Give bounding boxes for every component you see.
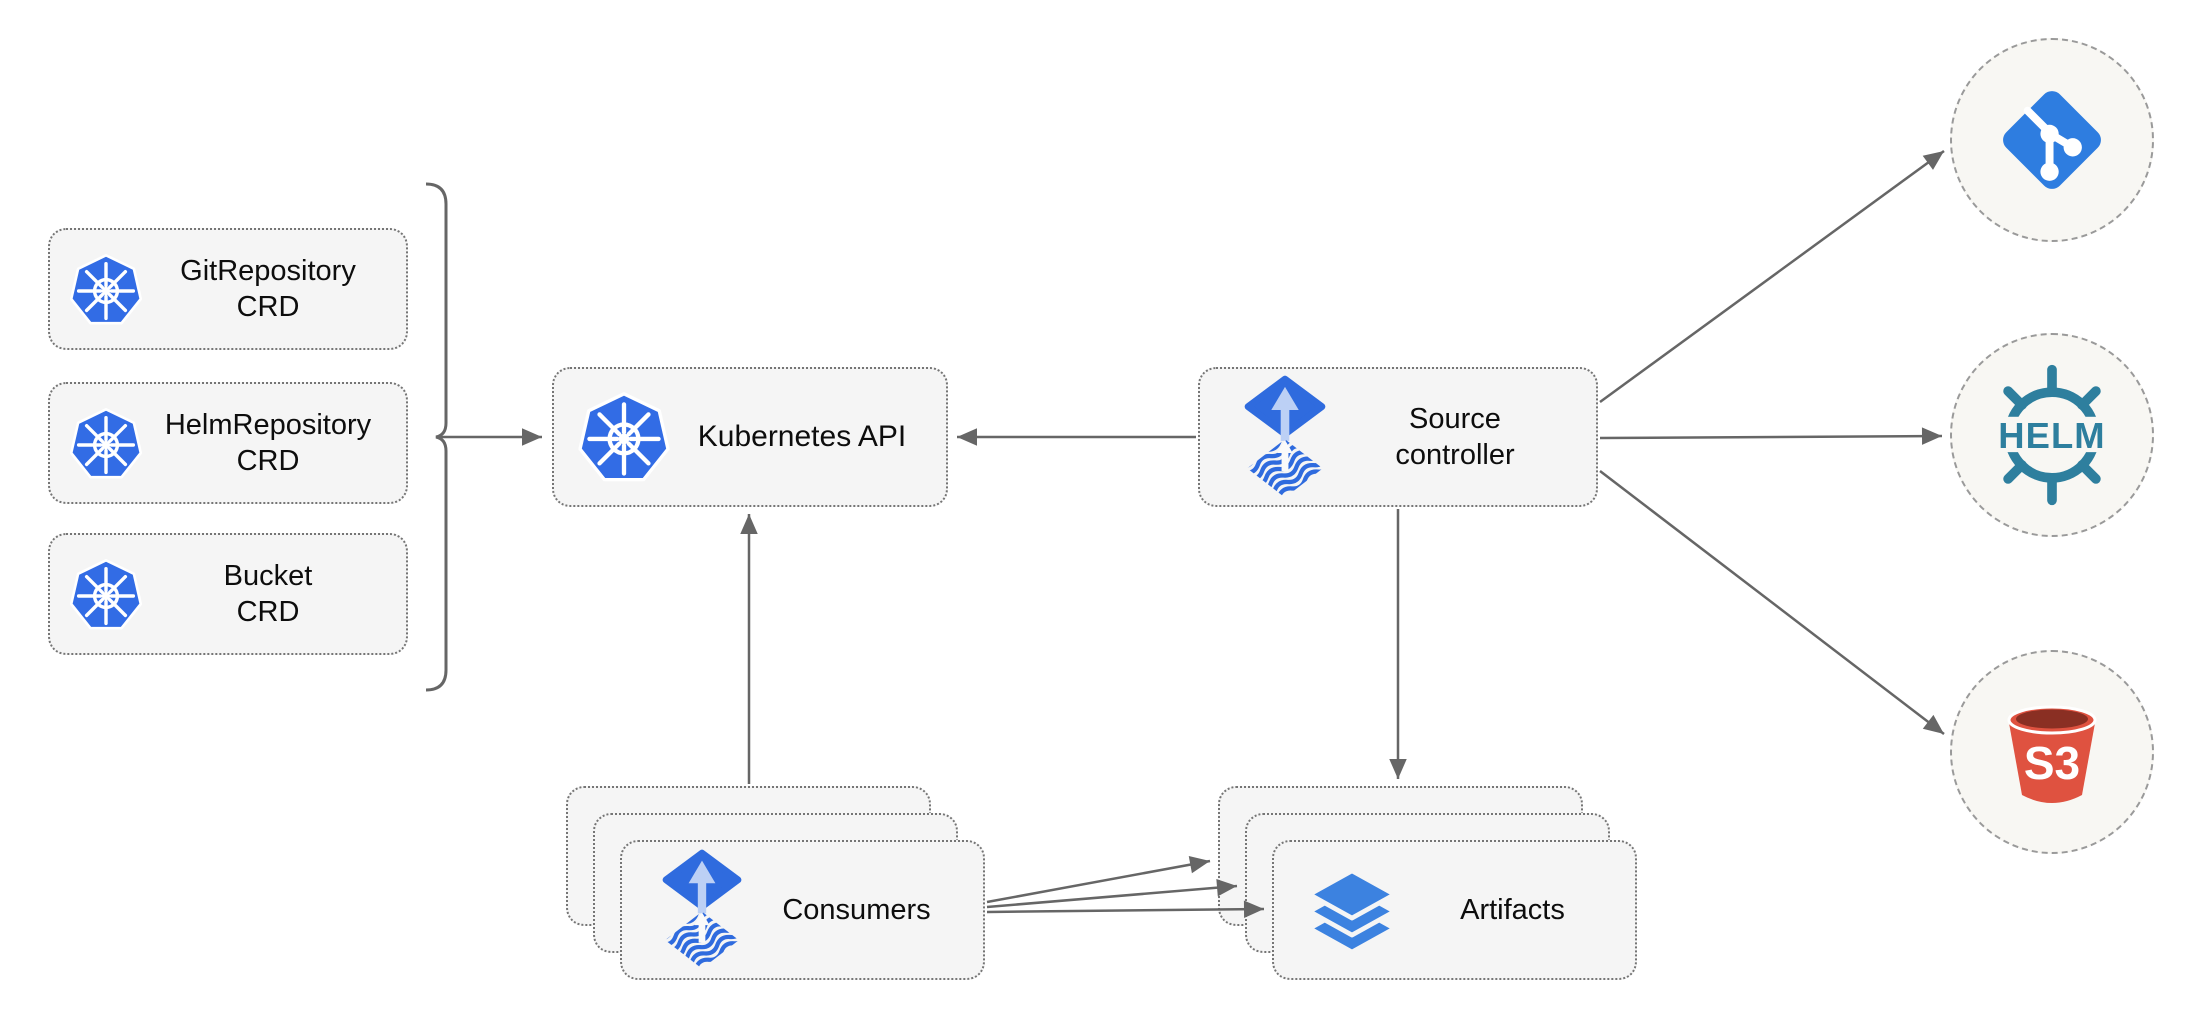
flux-icon	[662, 849, 742, 969]
artifacts-label: Artifacts	[1460, 894, 1565, 926]
kubernetes-icon	[578, 392, 670, 482]
node-artifacts: Artifacts	[1272, 840, 1637, 980]
kubernetes-icon	[69, 253, 143, 325]
edge-source-to-helm	[1599, 427, 1943, 445]
helm-icon: HELM	[1977, 364, 2127, 506]
consumers-label: Consumers	[782, 894, 931, 926]
edge-consumers-to-artifacts-2	[986, 878, 1238, 909]
node-s3-source: S3	[1950, 650, 2154, 854]
s3-bucket-icon: S3	[2007, 705, 2097, 803]
node-crd-gitrepository: GitRepository CRD	[48, 228, 408, 350]
node-helm-source: HELM	[1950, 333, 2154, 537]
kubernetes-icon	[69, 558, 143, 630]
git-icon	[2003, 91, 2101, 189]
source-controller-label: Source controller	[1395, 403, 1515, 471]
node-consumers: Consumers	[620, 840, 985, 980]
node-source-controller: Source controller	[1198, 367, 1598, 507]
crd-gitrepository-label: GitRepository CRD	[180, 255, 356, 323]
kubernetes-icon	[69, 407, 143, 479]
crd-helmrepository-label: HelmRepository CRD	[164, 409, 372, 477]
edge-source-to-git	[1599, 149, 1945, 404]
edge-source-to-s3	[1599, 470, 1945, 735]
crd-group-bracket	[425, 182, 448, 692]
kubernetes-api-label: Kubernetes API	[697, 420, 907, 453]
layers-icon	[1307, 867, 1397, 954]
node-crd-bucket: Bucket CRD	[48, 533, 408, 655]
edge-consumers-to-artifacts-1	[986, 856, 1211, 904]
node-git-source	[1950, 38, 2154, 242]
node-crd-helmrepository: HelmRepository CRD	[48, 382, 408, 504]
s3-icon-text: S3	[2024, 737, 2080, 789]
flux-icon	[1244, 375, 1326, 498]
helm-icon-text: HELM	[1998, 415, 2105, 456]
crd-bucket-label: Bucket CRD	[223, 560, 313, 628]
node-kubernetes-api: Kubernetes API	[552, 367, 948, 507]
